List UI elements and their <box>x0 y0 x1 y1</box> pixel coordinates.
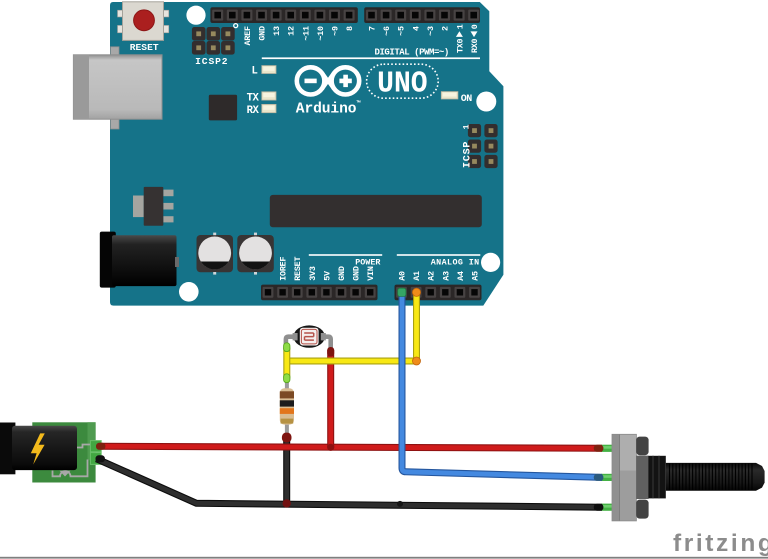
svg-text:A0: A0 <box>398 271 408 281</box>
svg-text:ICSP: ICSP <box>463 141 474 168</box>
svg-text:ICSP2: ICSP2 <box>195 56 228 67</box>
svg-text:1: 1 <box>461 124 471 129</box>
svg-text:A2: A2 <box>427 271 437 281</box>
svg-text:~10: ~10 <box>316 26 326 41</box>
svg-text:4: 4 <box>411 26 421 31</box>
svg-text:fritzing: fritzing <box>673 530 768 557</box>
svg-text:3V3: 3V3 <box>308 266 318 281</box>
svg-text:DIGITAL (PWM=~): DIGITAL (PWM=~) <box>375 48 449 58</box>
svg-text:5V: 5V <box>322 270 332 281</box>
svg-text:13: 13 <box>272 26 282 36</box>
svg-text:IOREF: IOREF <box>279 256 289 280</box>
svg-text:RX0: RX0 <box>470 39 480 53</box>
svg-text:AREF: AREF <box>243 26 253 45</box>
svg-text:8: 8 <box>345 26 355 31</box>
svg-text:A5: A5 <box>471 271 481 281</box>
svg-text:Arduino: Arduino <box>296 101 357 117</box>
svg-text:7: 7 <box>368 26 378 31</box>
svg-text:TX0: TX0 <box>455 39 465 53</box>
svg-text:VIN: VIN <box>366 266 376 281</box>
svg-text:12: 12 <box>287 26 297 36</box>
svg-text:RESET: RESET <box>293 256 303 280</box>
svg-text:GND: GND <box>258 26 268 41</box>
svg-text:RESET: RESET <box>130 42 159 53</box>
svg-text:A4: A4 <box>456 271 466 281</box>
svg-text:TX: TX <box>247 92 260 104</box>
svg-text:~11: ~11 <box>301 26 311 41</box>
svg-text:UNO: UNO <box>377 68 428 102</box>
svg-text:L: L <box>251 66 257 78</box>
svg-text:~5: ~5 <box>397 26 407 36</box>
svg-text:2: 2 <box>441 26 451 31</box>
svg-text:~9: ~9 <box>331 26 341 36</box>
svg-text:0: 0 <box>470 24 480 29</box>
svg-text:GND: GND <box>337 266 347 281</box>
svg-text:ANALOG IN: ANALOG IN <box>431 257 480 267</box>
svg-text:~3: ~3 <box>426 26 436 36</box>
svg-text:GND: GND <box>352 266 362 281</box>
svg-text:RX: RX <box>247 105 260 117</box>
svg-text:~6: ~6 <box>382 26 392 36</box>
svg-text:ON: ON <box>461 94 473 105</box>
svg-text:POWER: POWER <box>355 257 381 267</box>
svg-text:A1: A1 <box>412 271 422 281</box>
svg-text:™: ™ <box>357 100 361 107</box>
svg-text:1: 1 <box>455 24 465 29</box>
svg-text:A3: A3 <box>441 271 451 281</box>
